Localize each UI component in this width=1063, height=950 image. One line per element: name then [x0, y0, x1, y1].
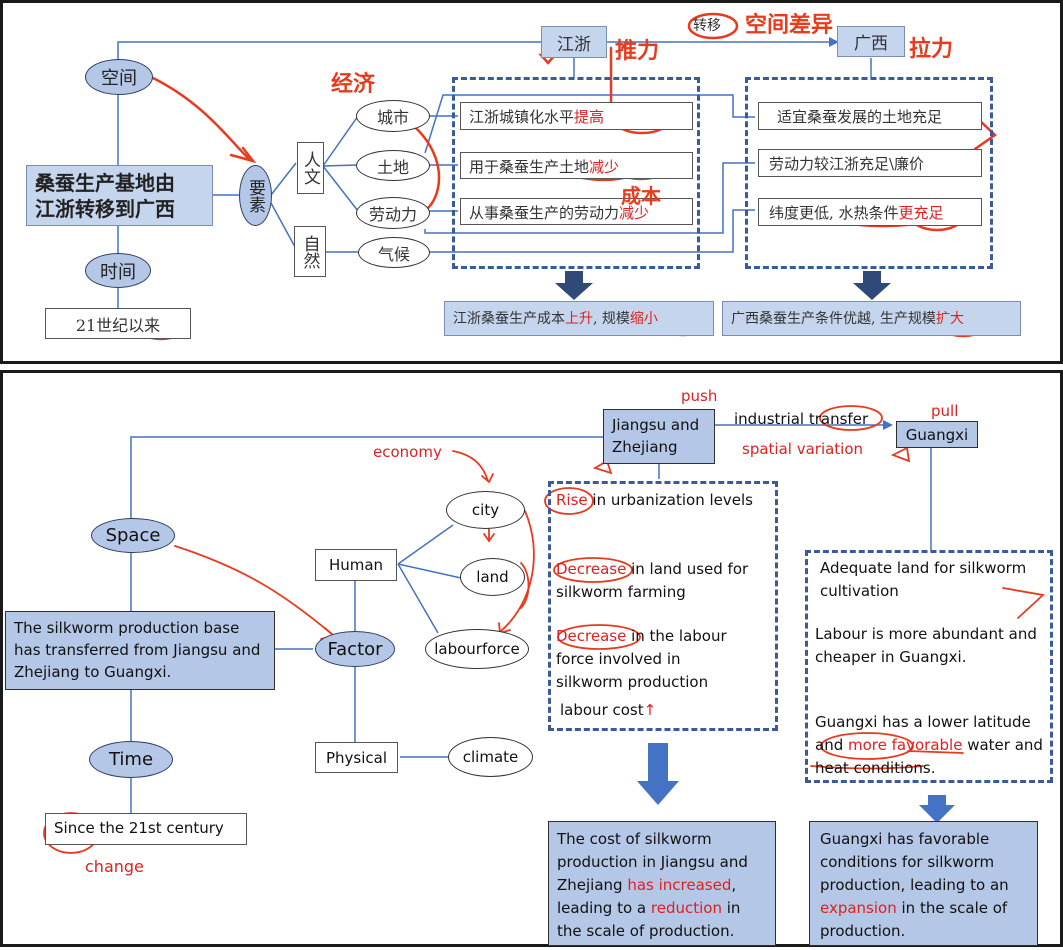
- down-arrow-source: [637, 743, 679, 805]
- annotation-economy: economy: [373, 443, 442, 461]
- node-human: Human: [315, 549, 397, 581]
- node-target-region: Guangxi: [896, 421, 978, 448]
- target-item: 劳动力较江浙充足\廉价: [758, 149, 982, 177]
- node-time-value: Since the 21st century: [45, 813, 247, 845]
- line-space-source: [117, 41, 541, 75]
- node-land: land: [460, 558, 525, 596]
- node-labour: labourforce: [425, 629, 529, 669]
- handwriting-pull: 拉力: [909, 36, 954, 62]
- node-main-statement: The silkworm production base has transfe…: [5, 611, 275, 690]
- annotation-change: change: [85, 857, 144, 876]
- target-item: 适宜桑蚕发展的土地充足: [758, 102, 982, 130]
- node-land: 土地: [356, 150, 430, 181]
- node-main-statement: 桑蚕生产基地由 江浙转移到广西: [26, 165, 213, 226]
- source-item: 江浙城镇化水平提高: [460, 102, 693, 130]
- node-time-value: 21世纪以来: [45, 308, 191, 339]
- target-item: 纬度更低, 水热条件更充足: [758, 198, 982, 226]
- source-item: 用于桑蚕生产土地减少: [460, 152, 693, 179]
- node-space: Space: [91, 518, 175, 553]
- annotation-pull: pull: [931, 402, 959, 420]
- source-factors-box: [548, 481, 778, 731]
- node-target-region: 广西: [837, 26, 905, 57]
- node-city: 城市: [356, 100, 430, 132]
- down-arrow-target: [919, 795, 955, 823]
- node-human: 人文: [297, 142, 324, 194]
- node-city: city: [446, 491, 525, 529]
- transfer-label: 转移: [693, 18, 721, 34]
- target-result: 广西桑蚕生产条件优越, 生产规模扩大: [722, 301, 1021, 336]
- node-space: 空间: [85, 59, 153, 95]
- source-result: 江浙桑蚕生产成本上升, 规模缩小: [444, 301, 714, 336]
- target-item: Guangxi has a lower latitude and more fa…: [815, 713, 1043, 777]
- target-result: Guangxi has favorable conditions for sil…: [809, 821, 1038, 946]
- source-item: Decrease in land used for silkworm farmi…: [556, 560, 749, 601]
- target-item: Adequate land for silkworm cultivation: [820, 559, 1027, 600]
- node-factor: 要素: [239, 165, 272, 226]
- handwriting-push: 推力: [615, 38, 660, 64]
- node-time: 时间: [85, 253, 151, 288]
- source-factors-box: [452, 77, 700, 269]
- target-factors-box: [805, 550, 1053, 783]
- node-source-region: Jiangsu and Zhejiang: [603, 409, 715, 464]
- annotation-push: push: [681, 387, 718, 405]
- source-result: The cost of silkworm production in Jiang…: [548, 821, 776, 946]
- node-climate: 气候: [358, 237, 430, 268]
- source-item: 从事桑蚕生产的劳动力减少: [460, 198, 693, 225]
- chinese-diagram-panel: 空间 桑蚕生产基地由 江浙转移到广西 时间 21世纪以来 要素 人文 自然 城市…: [0, 0, 1063, 364]
- labour-cost-note: labour cost↑: [560, 701, 657, 719]
- handwriting-economy: 经济: [331, 71, 376, 97]
- node-physical: 自然: [294, 226, 326, 277]
- target-item: Labour is more abundant and cheaper in G…: [815, 625, 1037, 666]
- handwriting-spatial: 空间差异: [745, 12, 834, 38]
- source-item: Decrease in the labour force involved in…: [556, 627, 727, 691]
- annotation-spatial-variation: spatial variation: [742, 440, 864, 458]
- down-arrow-source: [555, 271, 593, 300]
- source-item: Rise in urbanization levels: [556, 491, 753, 509]
- down-arrow-target: [853, 271, 891, 300]
- node-labour: 劳动力: [356, 197, 430, 229]
- node-source-region: 江浙: [541, 26, 607, 58]
- node-factor: Factor: [315, 631, 395, 667]
- handwriting-cost: 成本: [621, 184, 661, 208]
- bottom-connector-lines: [43, 405, 1045, 935]
- transfer-label: industrial transfer: [734, 410, 869, 428]
- node-physical: Physical: [315, 742, 398, 773]
- node-time: Time: [89, 741, 173, 778]
- english-diagram-panel: Space The silkworm production base has t…: [0, 370, 1063, 947]
- node-climate: climate: [448, 737, 533, 777]
- target-factors-box: [745, 77, 993, 269]
